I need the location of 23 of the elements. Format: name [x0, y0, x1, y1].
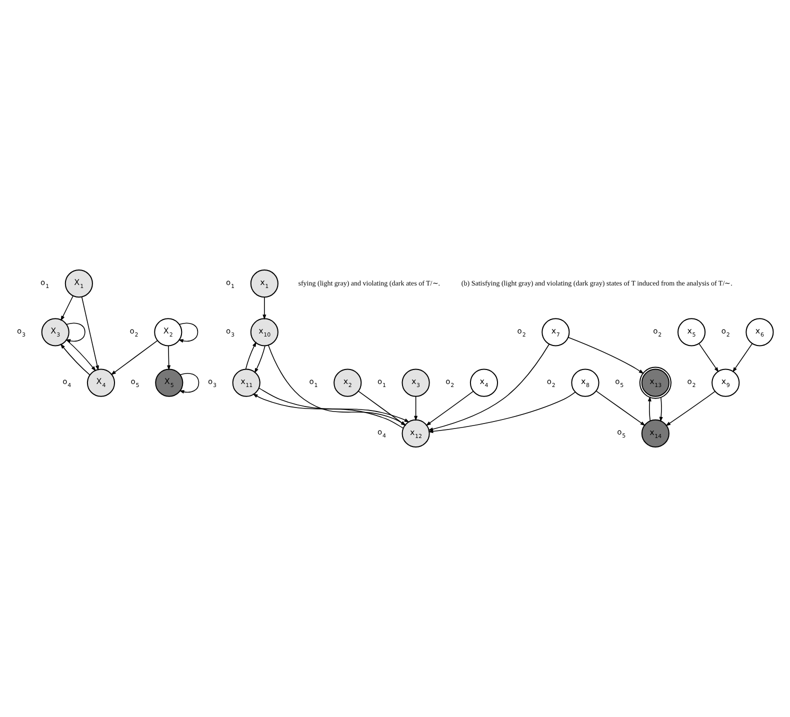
arrow	[245, 342, 256, 370]
arrow	[258, 388, 410, 422]
arrow	[698, 343, 719, 372]
arrow	[648, 396, 652, 422]
arrow	[659, 397, 663, 422]
arrow	[262, 296, 266, 320]
arrow	[568, 337, 644, 374]
arrow	[414, 396, 418, 422]
arrow	[60, 295, 74, 321]
arrow	[81, 296, 99, 371]
arrow	[254, 345, 266, 374]
arrow	[178, 322, 198, 343]
arrow	[110, 340, 158, 376]
arrow	[358, 390, 406, 426]
arrow	[179, 373, 200, 394]
arrow	[426, 390, 474, 426]
arrow	[252, 394, 404, 429]
arrow	[268, 344, 406, 426]
arrow	[60, 344, 90, 376]
arrow	[167, 345, 171, 370]
arrow	[596, 390, 646, 426]
arrow	[732, 343, 753, 372]
arrow	[666, 390, 716, 426]
